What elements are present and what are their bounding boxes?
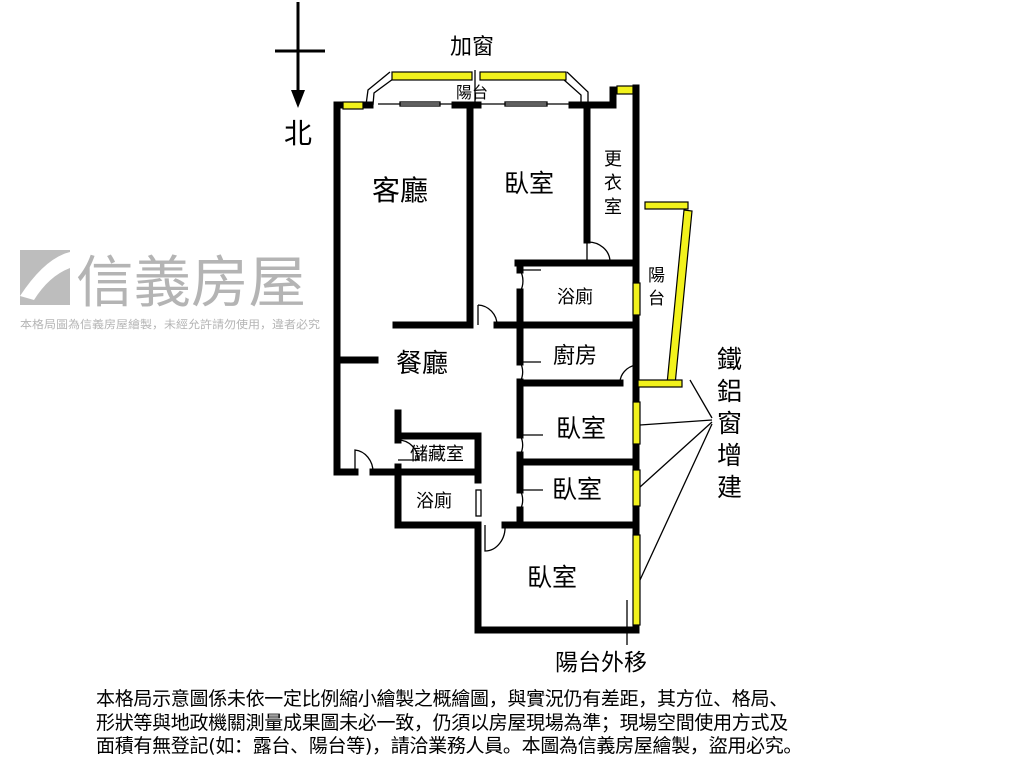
bedroom-2-label: 臥室 <box>556 414 606 443</box>
bedroom-4-label: 臥室 <box>527 563 577 592</box>
bay-window-right <box>479 71 567 81</box>
watermark: 信義房屋 本格局圖為信義房屋繪製，未經允許請勿使用，違者必究 <box>20 250 320 331</box>
bathroom-2-label: 浴廁 <box>416 490 452 512</box>
north-arrow-icon <box>275 2 325 108</box>
side-balcony-label: 陽台 <box>648 266 665 309</box>
disclaimer-line: 形狀等與地政機關測量成果圖未必一致，仍須以房屋現場為準；現場空間使用方式及 <box>96 711 788 734</box>
disclaimer: 本格局示意圖係未依一定比例縮小繪製之概繪圖，與實況仍有差距，其方位、格局、 形狀… <box>96 688 936 759</box>
living-room-label: 客廳 <box>372 174 428 207</box>
disclaimer-line: 本格局示意圖係未依一定比例縮小繪製之概繪圖，與實況仍有差距，其方位、格局、 <box>96 688 788 710</box>
dining-room-label: 餐廳 <box>396 349 448 379</box>
bay-window-left <box>391 71 473 81</box>
bay-window-label: 加窗 <box>450 35 494 60</box>
north-label: 北 <box>284 117 312 150</box>
storage-label: 儲藏室 <box>410 444 464 465</box>
watermark-brand: 信義房屋 <box>76 251 306 316</box>
watermark-notice: 本格局圖為信義房屋繪製，未經允許請勿使用，違者必究 <box>20 317 320 331</box>
kitchen-label: 廚房 <box>553 344 597 369</box>
windows <box>342 85 693 626</box>
bathroom-1-label: 浴廁 <box>557 286 593 308</box>
aluminum-windows-label: 鐵鋁窗增建 <box>717 345 742 502</box>
brand-logo <box>20 250 70 305</box>
walls <box>333 84 640 634</box>
bedroom-3-label: 臥室 <box>552 475 602 504</box>
top-balcony-label: 陽台 <box>456 83 488 102</box>
closet-label: 更衣室 <box>604 149 622 218</box>
balcony-moved-label: 陽台外移 <box>555 650 647 676</box>
master-bedroom-label: 臥室 <box>504 169 554 198</box>
disclaimer-line: 面積有無登記(如：露台、陽台等)，請洽業務人員。本圖為信義房屋繪製，盜用必究。 <box>96 735 803 757</box>
doors <box>354 241 637 552</box>
sliding-doors <box>378 101 572 517</box>
top-balcony <box>365 70 589 106</box>
leader-lines <box>626 379 713 645</box>
